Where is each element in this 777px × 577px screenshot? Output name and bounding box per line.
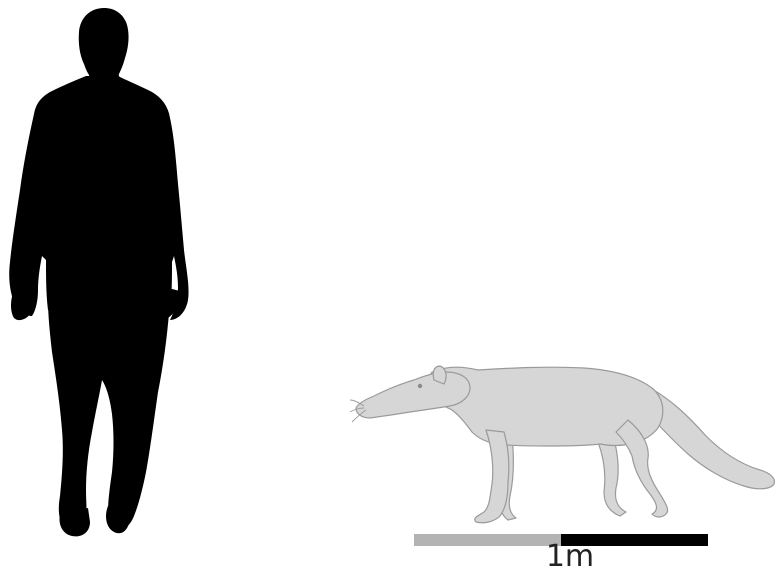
quadruped-mammal-icon bbox=[350, 366, 774, 523]
animal-eye bbox=[418, 384, 422, 388]
human-right-foot bbox=[106, 504, 130, 533]
animal-near-hind-leg bbox=[616, 420, 668, 517]
human-silhouette-icon bbox=[9, 8, 188, 536]
animal-tail bbox=[648, 388, 774, 489]
animal-near-front-leg bbox=[475, 430, 509, 523]
human-legs bbox=[48, 300, 170, 530]
human-torso bbox=[9, 76, 188, 320]
scale-bar-light-segment bbox=[414, 534, 561, 546]
scale-bar-label: 1m bbox=[540, 540, 600, 574]
human-head bbox=[79, 8, 129, 76]
